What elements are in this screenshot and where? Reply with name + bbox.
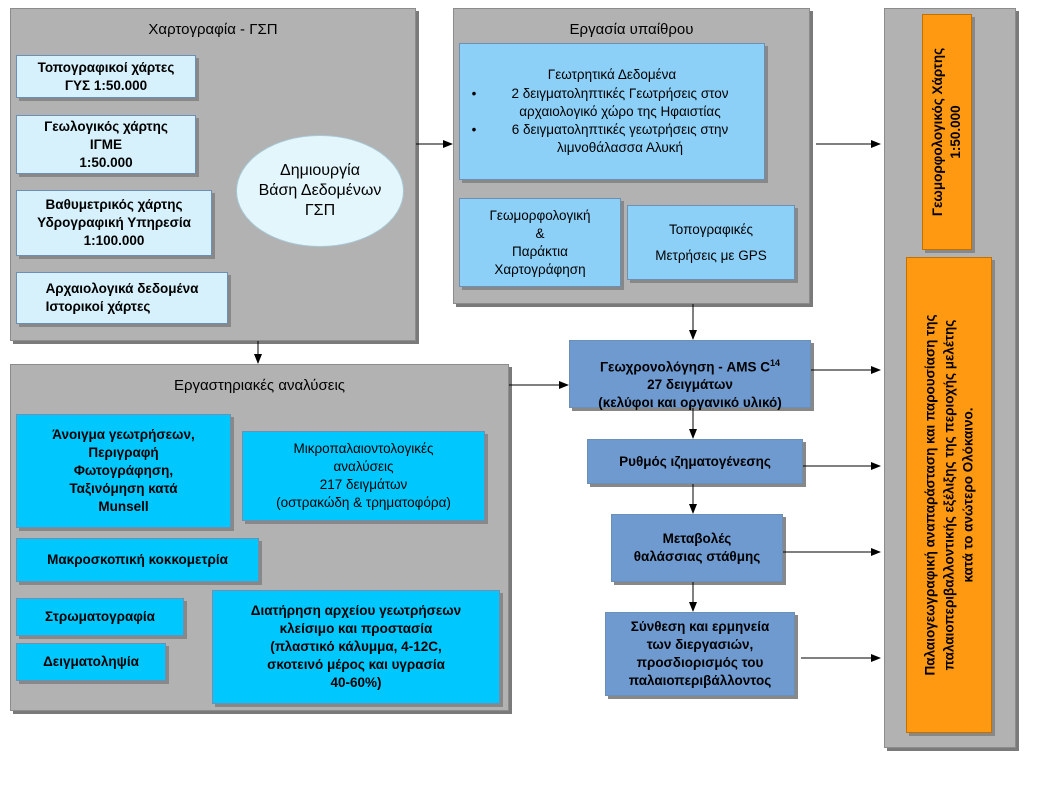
- geological-map-box: Γεωλογικός χάρτης ΙΓΜΕ 1:50.000: [16, 115, 196, 174]
- drilling-data-title: Γεωτρητικά Δεδομένα: [547, 67, 677, 82]
- sampling-box: Δειγματοληψία: [16, 643, 166, 681]
- lab-analyses-title: Εργαστηριακές αναλύσεις: [173, 377, 346, 394]
- bullet-icon: •: [471, 86, 477, 101]
- drilling-item: • 6 δειγματοληπτικές γεωτρήσεις στην λιμ…: [466, 121, 758, 157]
- bullet-icon: •: [471, 122, 477, 137]
- topographic-maps-box: Τοπογραφικοί χάρτες ΓΥΣ 1:50.000: [16, 55, 196, 98]
- grain-size-box: Μακροσκοπική κοκκομετρία: [16, 538, 259, 582]
- geochronology-box: Γεωχρονολόγηση - AMS C14 27 δειγμάτων (κ…: [569, 340, 811, 410]
- geomorphological-mapping-box: Γεωμορφολογική & Παράκτια Χαρτογράφηση: [459, 198, 621, 287]
- core-opening-box: Άνοιγμα γεωτρήσεων, Περιγραφή Φωτογράφησ…: [16, 414, 231, 528]
- geochronology-details: 27 δειγμάτων (κελύφοι και οργανικό υλικό…: [598, 377, 782, 411]
- bathymetric-map-box: Βαθυμετρικός χάρτης Υδρογραφική Υπηρεσία…: [16, 190, 212, 256]
- drilling-data-box: Γεωτρητικά Δεδομένα • 2 δειγματοληπτικές…: [459, 43, 765, 180]
- sedimentation-rate-box: Ρυθμός ιζηματογένεσης: [587, 439, 803, 484]
- archive-preservation-box: Διατήρηση αρχείου γεωτρήσεων κλείσιμο κα…: [212, 590, 500, 704]
- gis-database-ellipse: Δημιουργία Βάση Δεδομένων ΓΣΠ: [236, 135, 404, 247]
- stratigraphy-box: Στρωματογραφία: [16, 598, 184, 636]
- fieldwork-title: Εργασία υπαίθρου: [569, 21, 694, 38]
- paleogeographic-output: Παλαιογεωγραφική αναπαράσταση και παρουσ…: [906, 257, 992, 733]
- micropaleontology-box: Μικροπαλαιοντολογικές αναλύσεις 217 δειγ…: [242, 431, 485, 521]
- cartography-title: Χαρτογραφία - ΓΣΠ: [148, 21, 278, 38]
- drilling-item: • 2 δειγματοληπτικές Γεωτρήσεις στον αρχ…: [466, 85, 758, 121]
- geomorphological-map-output: Γεωμορφολογικός Χάρτης 1:50.000: [922, 14, 972, 250]
- archaeological-data-box: Αρχαιολογικά δεδομένα Ιστορικοί χάρτες: [16, 272, 228, 324]
- sea-level-change-box: Μεταβολές θαλάσσιας στάθμης: [611, 514, 783, 582]
- synthesis-box: Σύνθεση και ερμηνεία των διεργασιών, προ…: [605, 612, 795, 696]
- geochronology-line: Γεωχρονολόγηση - AMS C14: [599, 357, 781, 375]
- gps-measurements-box: Τοπογραφικές Μετρήσεις με GPS: [627, 205, 795, 280]
